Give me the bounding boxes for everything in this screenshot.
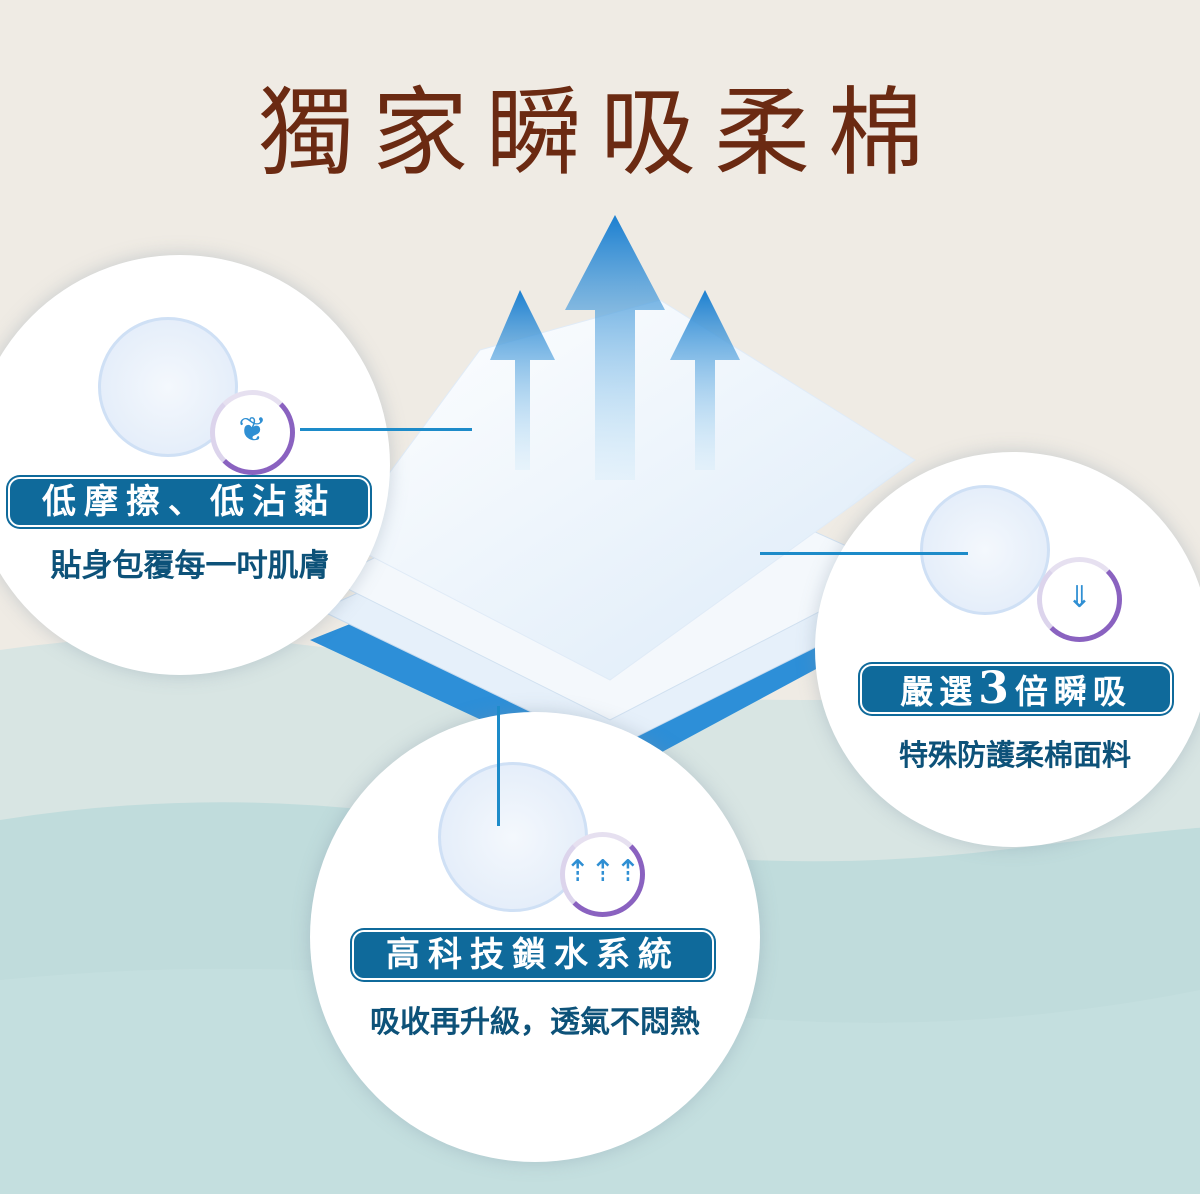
connector-line: [760, 552, 968, 555]
connector-line: [300, 428, 472, 431]
feature-circle-water-lock: ⇡⇡⇡ 高科技鎖水系統 吸收再升級，透氣不悶熱: [310, 712, 760, 1162]
feature-circle-low-friction: ❦ 低摩擦、低沾黏 貼身包覆每一吋肌膚: [0, 255, 390, 675]
feature-subtitle: 吸收再升級，透氣不悶熱: [370, 1005, 700, 1040]
feature-badge: 嚴選3倍瞬吸: [860, 664, 1172, 714]
connector-line: [497, 706, 500, 826]
badge-number: 3: [978, 663, 1015, 714]
feature-badge: 高科技鎖水系統: [352, 930, 714, 980]
badge-suffix: 倍瞬吸: [1014, 672, 1132, 711]
leaf-icon: ❦: [210, 390, 295, 475]
upward-arrows-icon: [490, 215, 740, 480]
feature-subtitle: 特殊防護柔棉面料: [898, 738, 1131, 772]
feature-badge: 低摩擦、低沾黏: [8, 477, 370, 527]
water-drop-icon: ⇓: [1037, 557, 1122, 642]
page-title: 獨家瞬吸柔棉: [258, 77, 942, 189]
feature-subtitle: 貼身包覆每一吋肌膚: [50, 548, 330, 584]
absorbent-pad-layers: [310, 299, 916, 780]
feature-circle-triple-absorb: ⇓ 嚴選3倍瞬吸 特殊防護柔棉面料: [815, 452, 1200, 847]
fabric-sample-icon: [920, 485, 1050, 615]
badge-prefix: 嚴選: [900, 672, 979, 711]
airflow-arrows-icon: ⇡⇡⇡: [560, 832, 645, 917]
